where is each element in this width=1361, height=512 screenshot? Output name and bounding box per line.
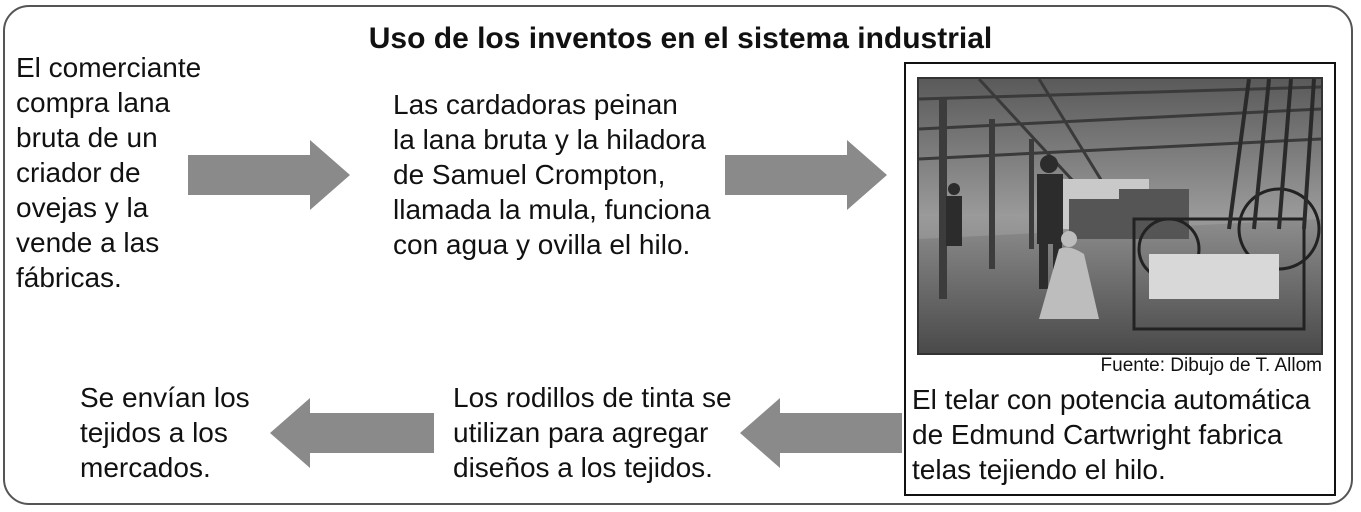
step-1-line: bruta de un	[16, 122, 158, 153]
step-2-line: Las cardadoras peinan	[393, 89, 678, 120]
step-2-text: Las cardadoras peinan la lana bruta y la…	[393, 87, 711, 262]
step-1-line: ovejas y la	[16, 192, 149, 223]
step-1-line: compra lana	[16, 87, 171, 118]
step-5-line: mercados.	[80, 452, 211, 483]
arrow-right-2	[725, 140, 887, 210]
step-4-line: utilizan para agregar	[453, 417, 709, 448]
step-4-line: diseños a los tejidos.	[453, 452, 713, 483]
image-source-caption: Fuente: Dibujo de T. Allom	[1100, 355, 1322, 376]
step-3-line: telas tejiendo el hilo.	[912, 454, 1166, 485]
step-3-text: El telar con potencia automática de Edmu…	[912, 382, 1310, 487]
step-4-line: Los rodillos de tinta se	[453, 382, 732, 413]
step-1-line: fábricas.	[16, 262, 122, 293]
step-1-line: El comerciante	[16, 52, 202, 83]
step-2-line: la lana bruta y la hiladora	[393, 124, 706, 155]
step-4-text: Los rodillos de tinta se utilizan para a…	[453, 380, 732, 485]
step-2-line: de Samuel Crompton,	[393, 159, 666, 190]
step-1-text: El comerciante compra lana bruta de un c…	[16, 50, 201, 295]
step-3-line: El telar con potencia automática	[912, 384, 1311, 415]
step-3-line: de Edmund Cartwright fabrica	[912, 419, 1283, 450]
step-1-line: vende a las	[16, 227, 160, 258]
step-5-line: Se envían los	[80, 382, 250, 413]
loom-figure-box: Fuente: Dibujo de T. Allom El telar con …	[904, 62, 1336, 496]
diagram-frame	[3, 5, 1353, 505]
step-5-line: tejidos a los	[80, 417, 228, 448]
power-loom-illustration	[917, 77, 1323, 355]
step-2-line: llamada la mula, funciona	[393, 194, 711, 225]
step-2-line: con agua y ovilla el hilo.	[393, 229, 691, 260]
step-1-line: criador de	[16, 157, 141, 188]
arrow-right-1	[188, 140, 350, 210]
arrow-left-1	[740, 398, 902, 468]
arrow-left-2	[270, 398, 434, 468]
step-5-text: Se envían los tejidos a los mercados.	[80, 380, 250, 485]
diagram-title: Uso de los inventos en el sistema indust…	[368, 22, 993, 55]
